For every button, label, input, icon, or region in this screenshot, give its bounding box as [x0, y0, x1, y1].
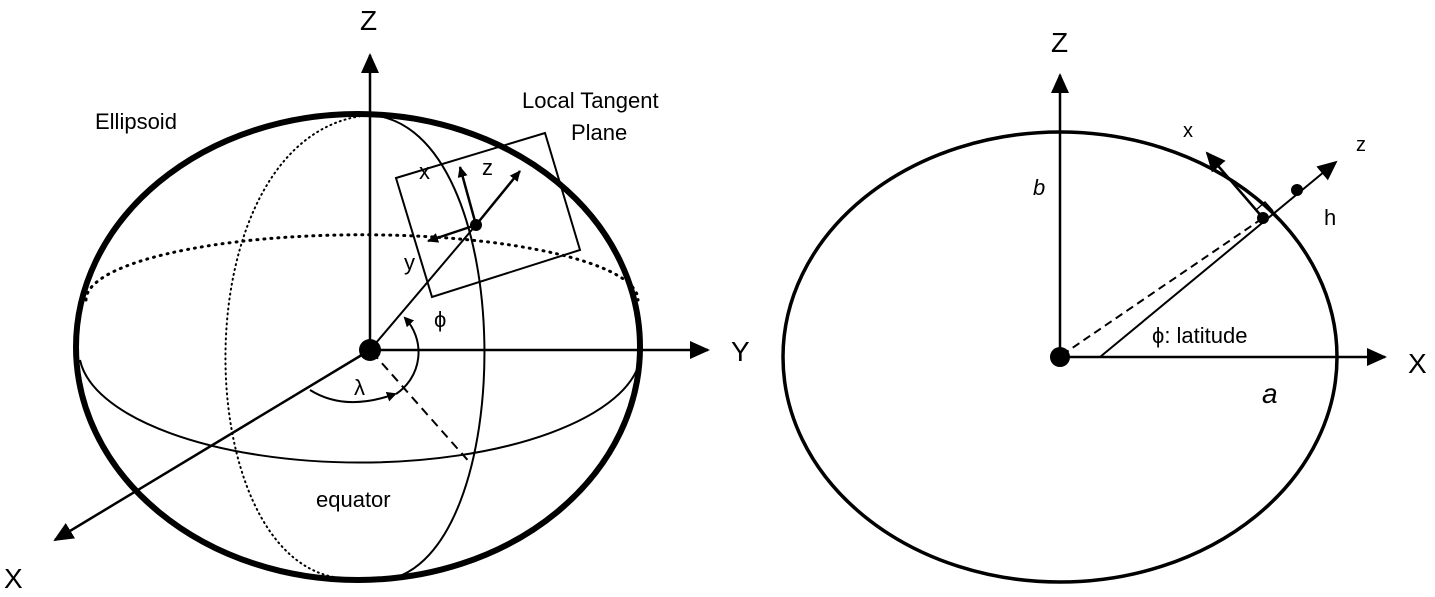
right-ellipse-diagram: Z X b a x z h ϕ: latitude [781, 27, 1427, 584]
right-origin-dot [1050, 347, 1070, 367]
height-point [1291, 184, 1303, 196]
left-local-x-label: x [419, 159, 430, 184]
geocentric-dashed [1061, 217, 1264, 356]
ellipsoid-outline [73, 111, 643, 583]
plane-label-line1: Local Tangent [522, 88, 659, 113]
right-x-label: X [1408, 348, 1427, 379]
right-angle-marker [1255, 200, 1274, 212]
left-ellipsoid-diagram: Z Y X Ellipsoid Local Tangent Plane x z … [4, 5, 750, 594]
right-z-label: Z [1051, 27, 1068, 58]
meridian-dotted [224, 114, 371, 579]
left-y-label: Y [731, 336, 750, 367]
local-z-arrow [475, 170, 521, 226]
lambda-arc [309, 389, 397, 404]
semi-major-label: a [1262, 378, 1278, 409]
lambda-label: λ [354, 375, 365, 400]
equator-front [79, 359, 641, 464]
left-local-y-label: y [404, 250, 415, 275]
plane-label-line2: Plane [571, 120, 627, 145]
phi-label: ϕ [434, 307, 446, 332]
height-label: h [1324, 205, 1336, 230]
ellipsoid-label: Ellipsoid [95, 109, 177, 134]
local-x-arrow [457, 166, 478, 226]
projection-dashed [371, 351, 473, 466]
meridian-solid [369, 114, 486, 581]
right-surface-point [1257, 212, 1269, 224]
normal-line [369, 224, 477, 351]
right-local-x-arrow [1205, 151, 1264, 219]
phi-arc [395, 316, 420, 395]
right-local-z-label: z [1356, 134, 1366, 156]
latitude-label: ϕ: latitude [1152, 323, 1248, 348]
x-axis [53, 348, 371, 542]
tangent-plane [394, 131, 582, 299]
semi-minor-label: b [1033, 175, 1045, 200]
equator-back-dotted [84, 233, 640, 302]
equator-label: equator [316, 487, 391, 512]
left-local-z-label: z [482, 155, 493, 180]
left-x-label: X [4, 563, 23, 594]
right-local-x-label: x [1183, 120, 1193, 142]
left-z-label: Z [360, 5, 377, 36]
local-y-arrow [427, 223, 477, 243]
